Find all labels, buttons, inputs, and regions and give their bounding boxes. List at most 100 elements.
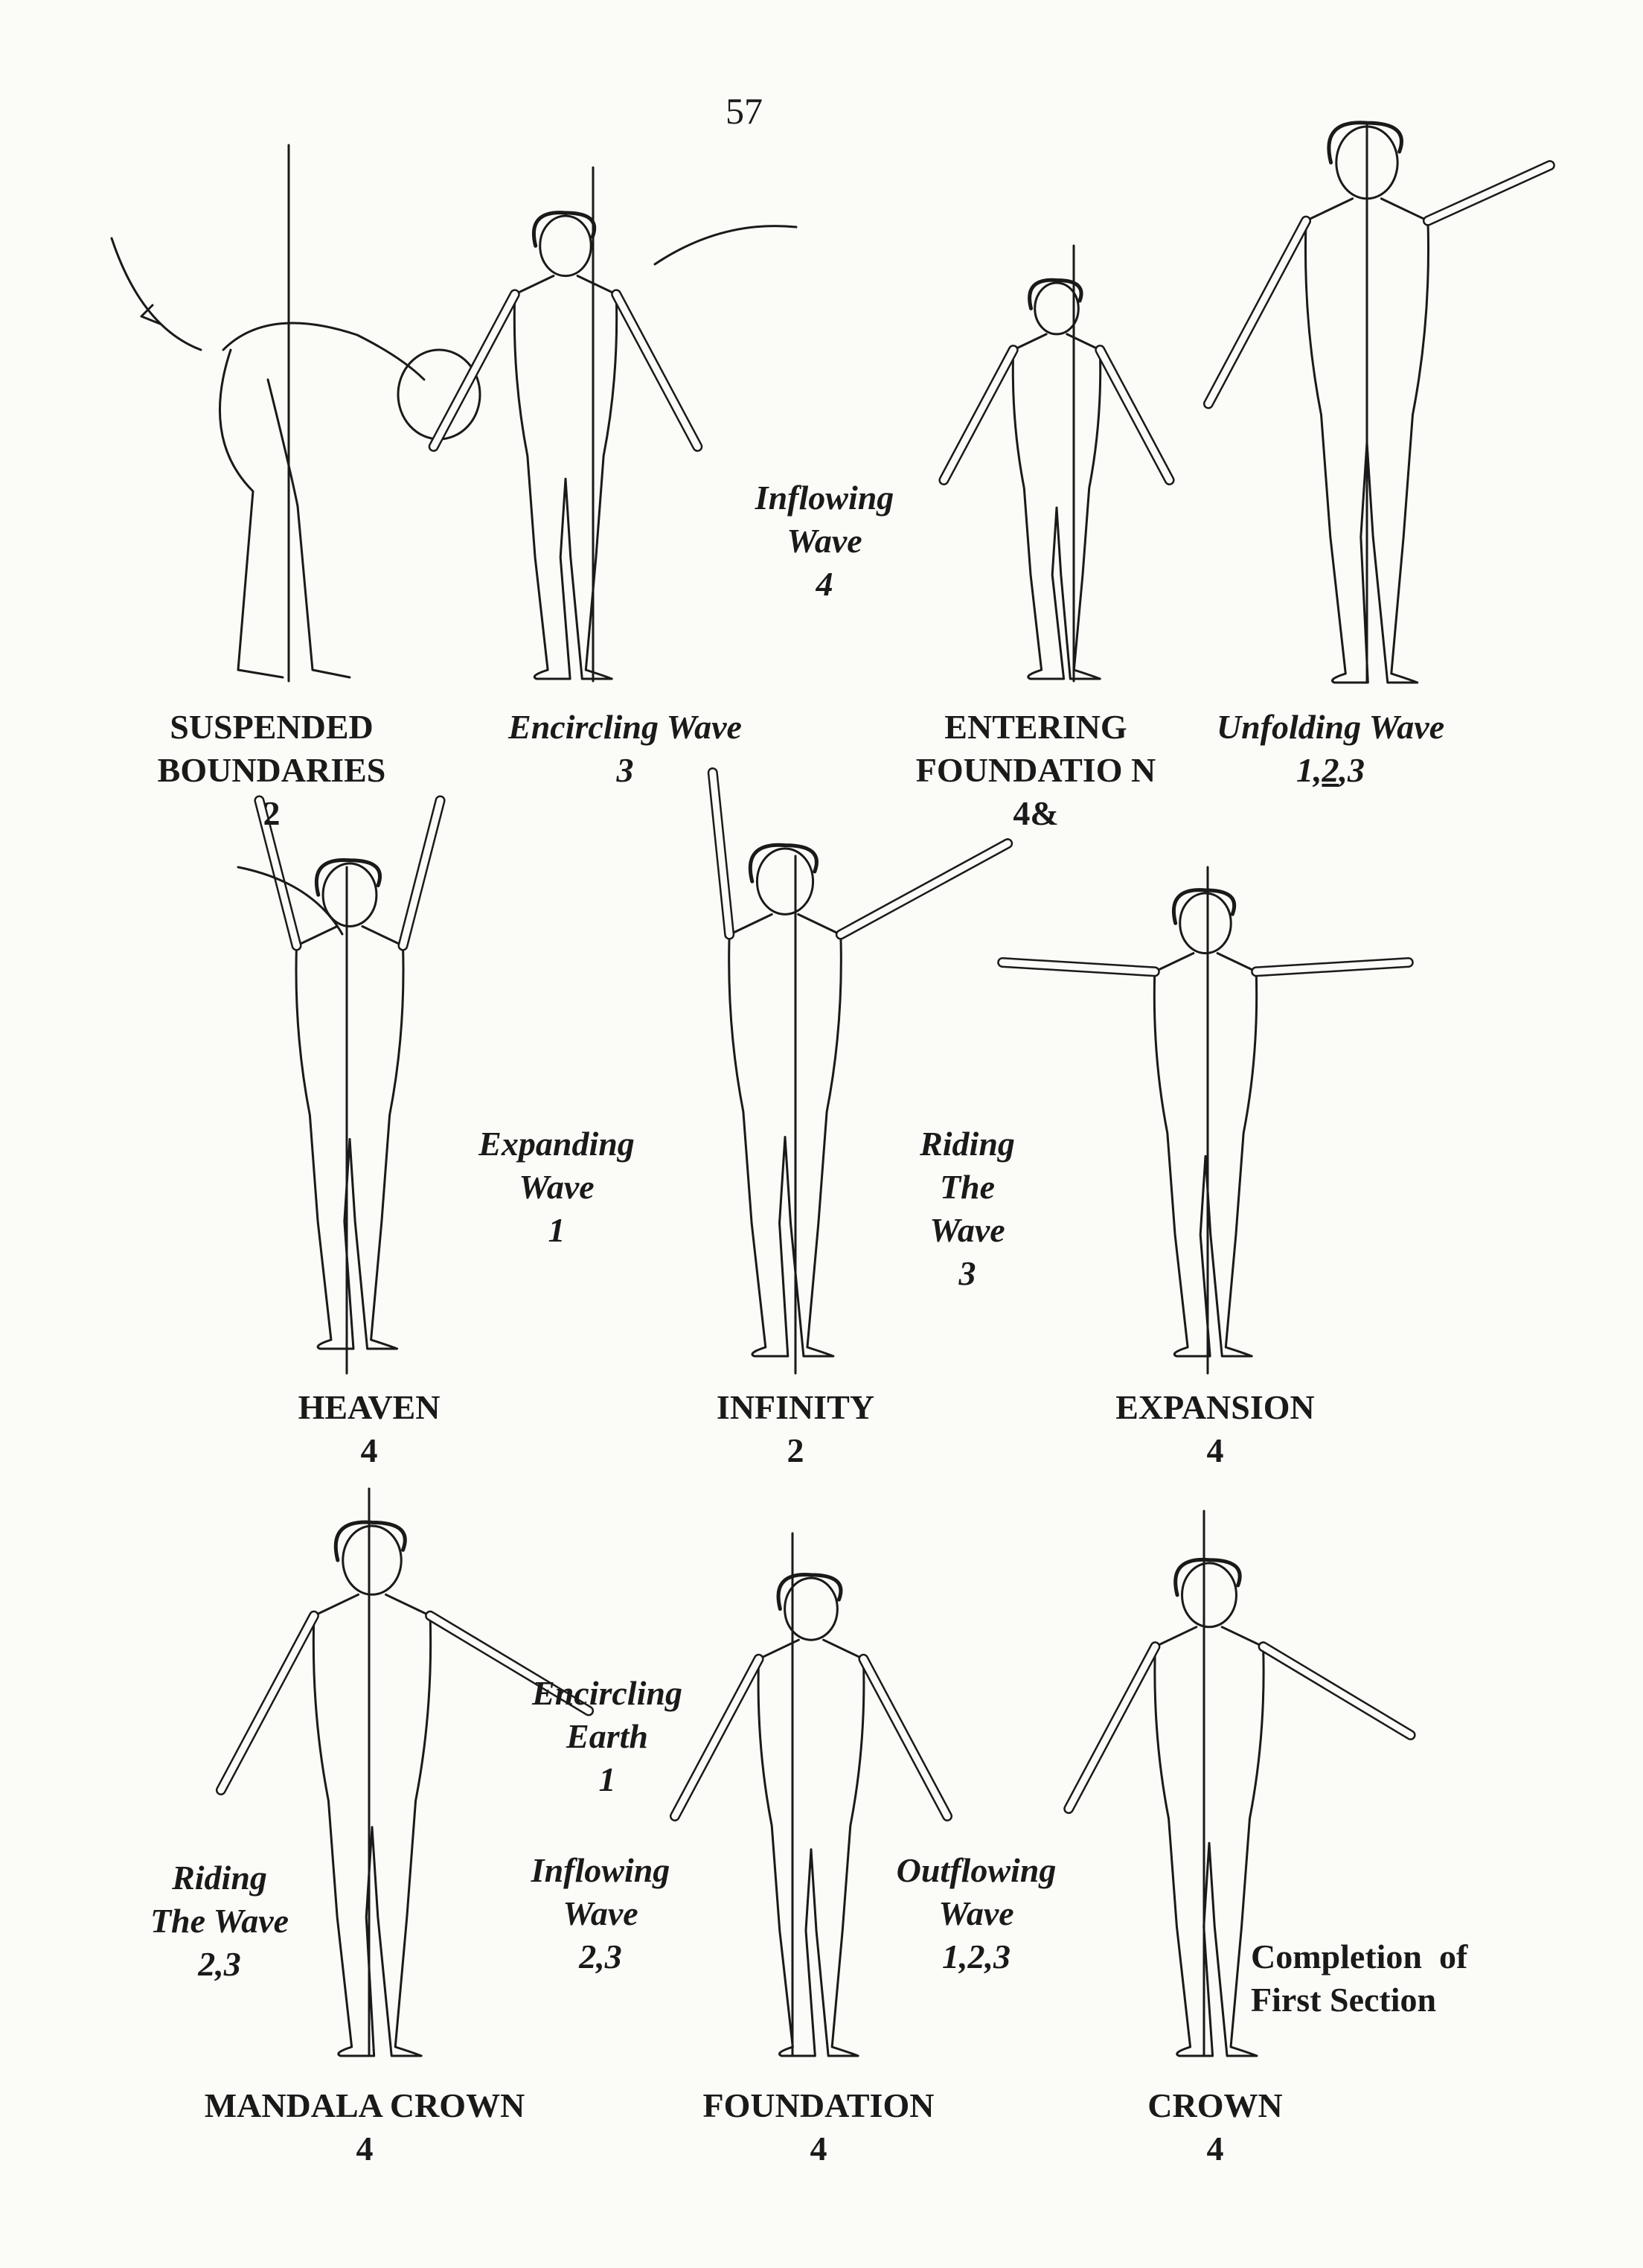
figure-head [539, 214, 592, 278]
count-part: 1, [1295, 751, 1322, 789]
figure-arm-inner [940, 346, 1017, 484]
figure-body-right [371, 1614, 432, 2057]
caption-line: Inflowing [531, 1851, 670, 1889]
figure-hair [1173, 1557, 1242, 1597]
figure-arm-inner [1260, 1643, 1415, 1739]
motion-arc [237, 866, 344, 936]
figure-arm-inner [837, 840, 1011, 939]
figure-arm-inner [217, 1612, 318, 1794]
caption-line: Wave [938, 1894, 1014, 1932]
figure-body-left [1304, 220, 1369, 684]
caption-count: 4 [816, 565, 833, 603]
figure-body-right [1208, 1645, 1265, 2057]
caption-line: Wave [519, 1168, 595, 1206]
caption-count: 2,3 [579, 1938, 622, 1975]
heaven-caption: HEAVEN 4 [298, 1386, 441, 1472]
riding-the-wave-caption-2: Riding The Wave 2,3 [150, 1856, 289, 1986]
figure-hair [776, 1573, 843, 1611]
figure-body-left [757, 1658, 816, 2057]
caption-count: 2,3 [198, 1945, 241, 1983]
caption-count: 4 [356, 2130, 374, 2168]
caption-line: Earth [566, 1717, 648, 1755]
figure-body-left [1153, 970, 1211, 1358]
figure-arm-inner [612, 290, 701, 450]
figure-body-right [810, 1658, 865, 2057]
figure-arm-inner [1252, 959, 1412, 975]
figure-body-right [348, 945, 405, 1350]
crown-caption: CROWN 4 [1147, 2084, 1282, 2170]
caption-line: Encircling [532, 1674, 682, 1712]
caption-count: 2 [787, 1431, 804, 1469]
figure-hair [748, 843, 819, 884]
caption-count: 4 [810, 2130, 827, 2168]
note-line: Completion of [1251, 1938, 1468, 1975]
motion-arc [110, 237, 202, 351]
figure-neck [758, 1638, 865, 1661]
foundation-caption: FOUNDATION 4 [703, 2084, 935, 2170]
caption-line: Wave [563, 1894, 638, 1932]
caption-title: FOUNDATION [702, 2086, 935, 2124]
figure-head [784, 1577, 839, 1641]
encircling-earth-caption: Encircling Earth 1 [532, 1672, 682, 1801]
figure-suspended-leg [266, 378, 351, 679]
caption-count: 4 [1206, 1431, 1224, 1469]
figure-arm-inner [1424, 162, 1554, 225]
caption-line: Expanding [478, 1125, 635, 1163]
caption-count: 4& [1013, 794, 1059, 832]
figure-arm-inner [1096, 346, 1173, 484]
figure-arm-inner [709, 769, 733, 939]
caption-line: Wave [787, 522, 862, 560]
caption-title: BOUNDARIES [157, 751, 386, 789]
caption-title: SUSPENDED [170, 708, 374, 746]
figure-arm-inner [671, 1655, 763, 1820]
figure-body-left [1153, 1645, 1214, 2057]
caption-line: Encircling Wave [508, 708, 742, 746]
figure-hair [314, 857, 382, 897]
figure-neck [1012, 333, 1101, 351]
suspended-boundaries-caption: SUSPENDED BOUNDARIES 2 [158, 706, 386, 835]
caption-count: 1 [598, 1760, 616, 1798]
figure-neck [1153, 952, 1258, 973]
caption-title: MANDALA CROWN [204, 2086, 525, 2124]
caption-title: EXPANSION [1115, 1388, 1315, 1426]
figure-neck [513, 275, 618, 296]
figure-arm-inner [999, 959, 1159, 975]
figure-hand [140, 304, 161, 325]
figure-head [321, 862, 378, 927]
figure-head [1179, 892, 1232, 955]
caption-title: CROWN [1147, 2086, 1283, 2124]
page-number: 57 [726, 90, 763, 132]
figure-neck [728, 913, 842, 936]
caption-title: FOUNDATIO N [915, 751, 1156, 789]
infinity-caption: INFINITY 2 [717, 1386, 874, 1472]
riding-the-wave-caption: Riding The Wave 3 [920, 1122, 1015, 1295]
figure-neck [1304, 197, 1429, 223]
caption-line: Riding [172, 1859, 267, 1897]
figure-body-right [784, 933, 842, 1358]
figure-body-left [1011, 348, 1066, 680]
inflowing-wave-caption-2: Inflowing Wave 2,3 [531, 1849, 670, 1978]
figure-body-right [1055, 348, 1102, 680]
note-line: First Section [1251, 1981, 1437, 2019]
figure-body-left [295, 945, 355, 1350]
figure-arm-inner [859, 1655, 951, 1820]
caption-count: 3 [616, 751, 634, 789]
caption-line: Inflowing [755, 479, 894, 517]
caption-title: HEAVEN [298, 1388, 441, 1426]
figure-body-right [564, 293, 618, 680]
figure-body-right [1365, 220, 1430, 684]
figure-body-right [1204, 970, 1258, 1358]
figure-head [342, 1524, 403, 1596]
count-part-underlined: 2 [1322, 751, 1339, 789]
figure-neck [313, 1593, 432, 1617]
figure-arm-inner [255, 797, 300, 949]
figure-suspended-leg [219, 348, 284, 679]
figure-body-left [513, 293, 571, 680]
mandala-crown-caption: MANDALA CROWN 4 [205, 2084, 525, 2170]
figure-head [1034, 281, 1080, 336]
figure-body-left [312, 1614, 376, 2057]
caption-count: 4 [360, 1431, 378, 1469]
caption-line: Wave [929, 1211, 1005, 1249]
caption-line: The Wave [150, 1902, 289, 1940]
